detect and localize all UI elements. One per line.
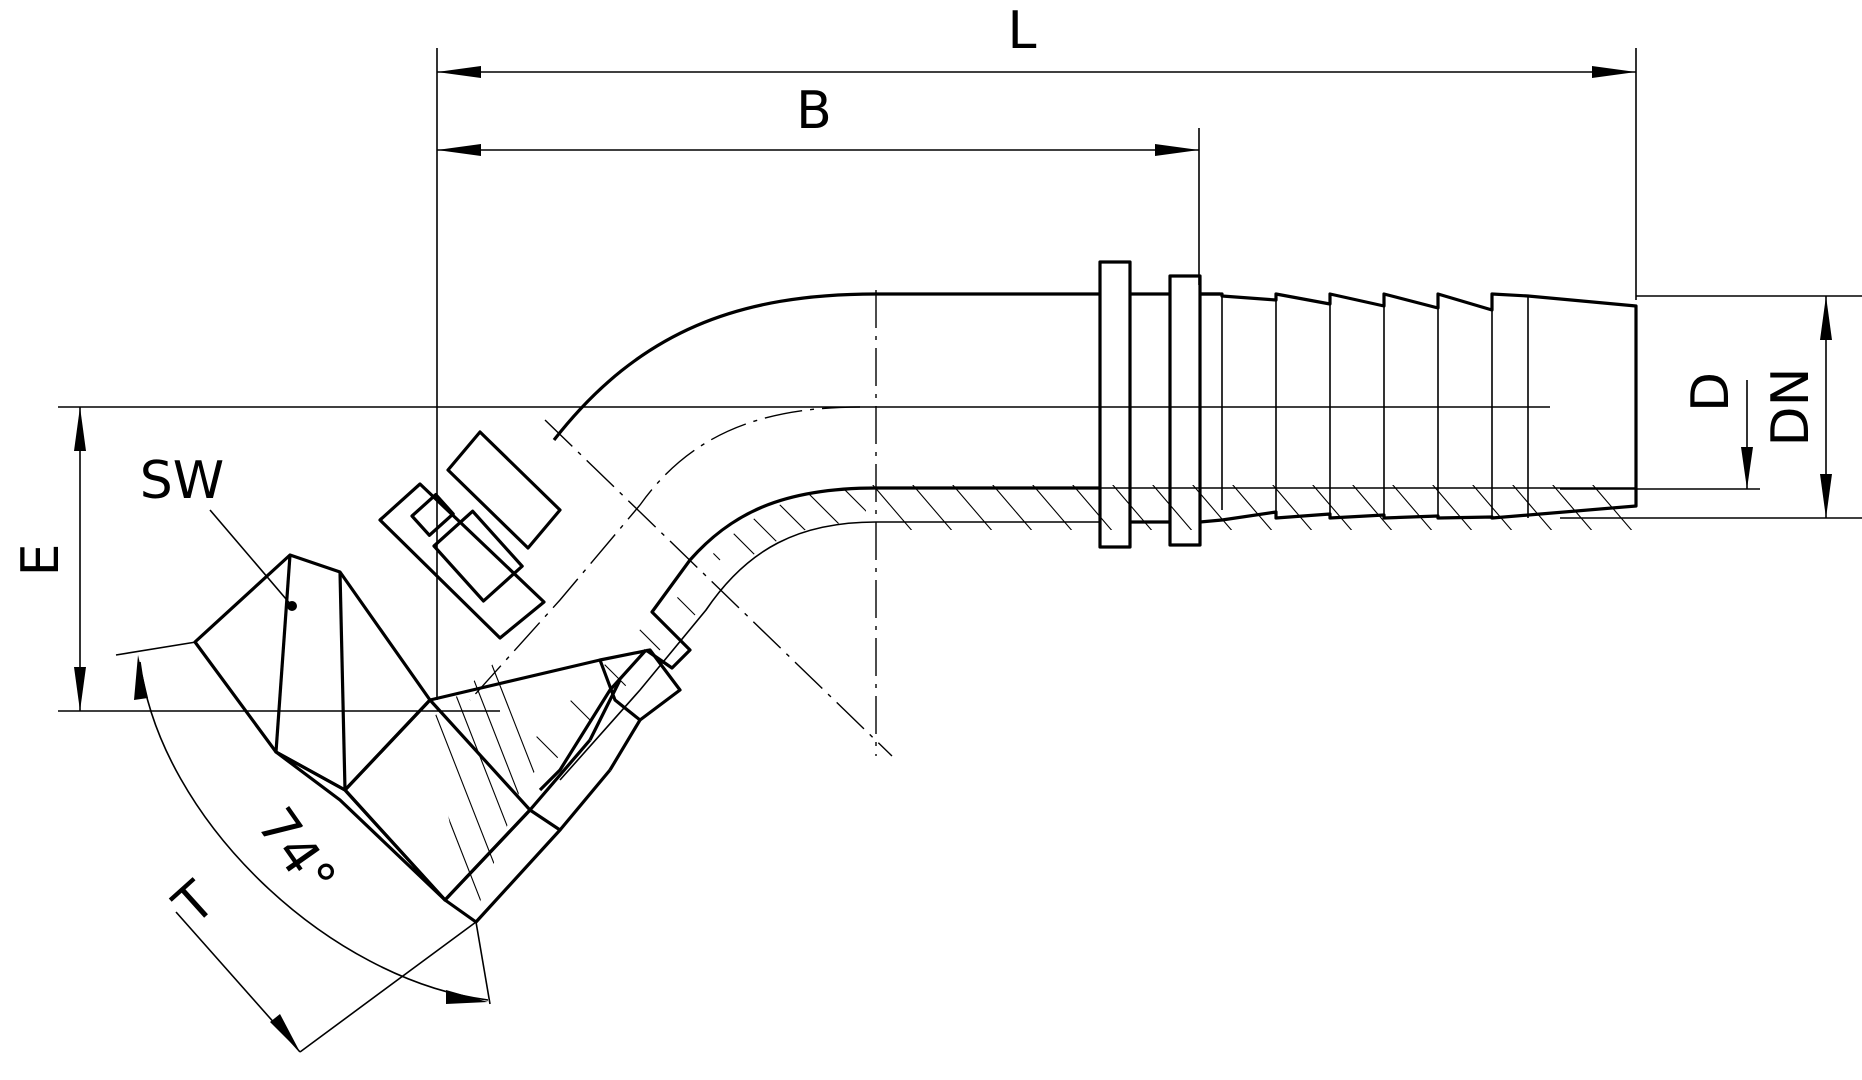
arrowhead: [1741, 447, 1753, 489]
arrowhead: [1155, 144, 1199, 156]
dimension-label-l: L: [1008, 1, 1037, 61]
arrowhead: [437, 144, 481, 156]
collar-ring: [1098, 260, 1132, 549]
arrowhead: [1820, 474, 1832, 518]
arrowhead: [134, 655, 148, 700]
dimension-dn: DN: [1560, 295, 1862, 519]
centerlines: [469, 290, 893, 757]
arrowhead: [1592, 66, 1636, 78]
dimension-e: E: [11, 406, 1550, 712]
dimension-d: D: [1560, 372, 1760, 490]
label-angle: 74°: [245, 797, 347, 907]
dimension-label-t: T: [162, 870, 227, 937]
arrowhead: [74, 407, 86, 451]
hose-tail: [864, 260, 1638, 549]
arrowhead: [437, 66, 481, 78]
sw-reference-dot: [287, 601, 297, 611]
angle-dimension: 74°: [115, 641, 491, 1005]
dimension-l: L: [436, 1, 1637, 700]
dimension-b: B: [437, 81, 1200, 285]
dimension-label-dn: DN: [1761, 368, 1821, 447]
bent-elbow: [522, 292, 877, 792]
collar-ring: [1168, 274, 1202, 547]
serrations-bottom: [1199, 484, 1638, 524]
dimension-label-b: B: [796, 81, 832, 141]
swivel-nut: SW: [140, 451, 682, 930]
dimension-label-d: D: [1681, 372, 1741, 412]
arrowhead: [270, 1014, 300, 1052]
dimension-t: T: [162, 870, 477, 1053]
arrowhead: [1820, 296, 1832, 340]
serrations-top: [1200, 292, 1638, 484]
o-ring-block: [378, 430, 562, 640]
dimension-label-e: E: [11, 544, 71, 577]
arrowhead: [74, 667, 86, 711]
label-sw: SW: [140, 451, 224, 511]
arrowhead: [446, 990, 488, 1004]
